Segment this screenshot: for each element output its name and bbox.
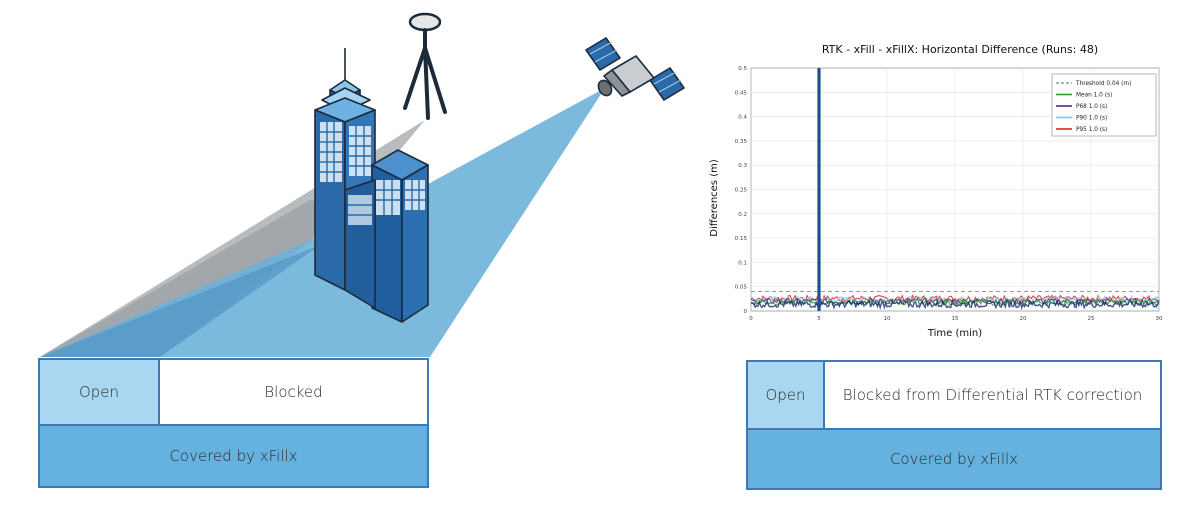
y-tick-label: 0.2 [738, 212, 747, 218]
shadow-beam [40, 200, 350, 357]
y-tick-label: 0.5 [738, 66, 747, 72]
chart-xlabel: Time (min) [927, 328, 982, 339]
left-coverage-table: Open Blocked Covered by xFillx [38, 358, 429, 488]
chart-marks [750, 68, 1160, 311]
y-tick-label: 0.45 [735, 90, 748, 96]
x-tick-label: 25 [1088, 316, 1095, 322]
x-tick-label: 0 [749, 316, 753, 322]
x-tick-label: 5 [817, 316, 821, 322]
tripod-antenna-icon [403, 12, 447, 120]
legend-entry: Mean 1.0 (s) [1076, 93, 1112, 99]
right-table-top-row: Open Blocked from Differential RTK corre… [748, 362, 1160, 428]
x-tick-label: 15 [952, 316, 959, 322]
chart-legend: Threshold 0.04 (m) Mean 1.0 (s) P68 1.0 (s… [1051, 73, 1157, 137]
signal-coverage-illustration [40, 12, 685, 357]
y-tick-label: 0.15 [735, 236, 748, 242]
y-tick-label: 0.35 [735, 139, 748, 145]
y-tick-label: 0.4 [738, 115, 747, 121]
open-cell: Open [40, 360, 160, 424]
open-cell: Open [748, 362, 825, 428]
x-tick-label: 30 [1156, 316, 1163, 322]
y-tick-label: 0.1 [738, 260, 747, 266]
y-tick-label: 0.05 [735, 285, 748, 291]
left-table-top-row: Open Blocked [40, 360, 427, 424]
covered-cell: Covered by xFillx [40, 424, 427, 486]
satellite-icon [585, 37, 685, 101]
x-tick-label: 20 [1020, 316, 1027, 322]
chart-ylabel: Differences (m) [709, 159, 720, 237]
legend-entry: Threshold 0.04 (m) [1075, 81, 1131, 87]
blocked-cell: Blocked [160, 360, 427, 424]
overlap-beam [40, 245, 320, 357]
chart-title: RTK - xFill - xFillX: Horizontal Differe… [822, 43, 1098, 56]
y-tick-label: 0 [744, 309, 748, 315]
blue-signal-beam [40, 88, 605, 357]
chart-ticks: 0 0.05 0.1 0.15 0.2 0.25 0.3 0.35 0.4 0.45 0.5 0 5 10… [735, 66, 1163, 322]
horizontal-difference-chart: RTK - xFill - xFillX: Horizontal Differe… [709, 43, 1163, 339]
legend-entry: P90 1.0 (s) [1076, 116, 1107, 122]
right-coverage-table: Open Blocked from Differential RTK corre… [746, 360, 1162, 490]
y-tick-label: 0.3 [738, 163, 747, 169]
window-grid [320, 122, 425, 216]
y-tick-label: 0.25 [735, 188, 748, 194]
blocked-cell: Blocked from Differential RTK correction [825, 362, 1160, 428]
legend-box [1051, 73, 1157, 137]
legend-entry: P68 1.0 (s) [1076, 104, 1107, 110]
covered-cell: Covered by xFillx [748, 428, 1160, 488]
legend-entry: P95 1.0 (s) [1076, 127, 1107, 133]
x-tick-label: 10 [884, 316, 891, 322]
